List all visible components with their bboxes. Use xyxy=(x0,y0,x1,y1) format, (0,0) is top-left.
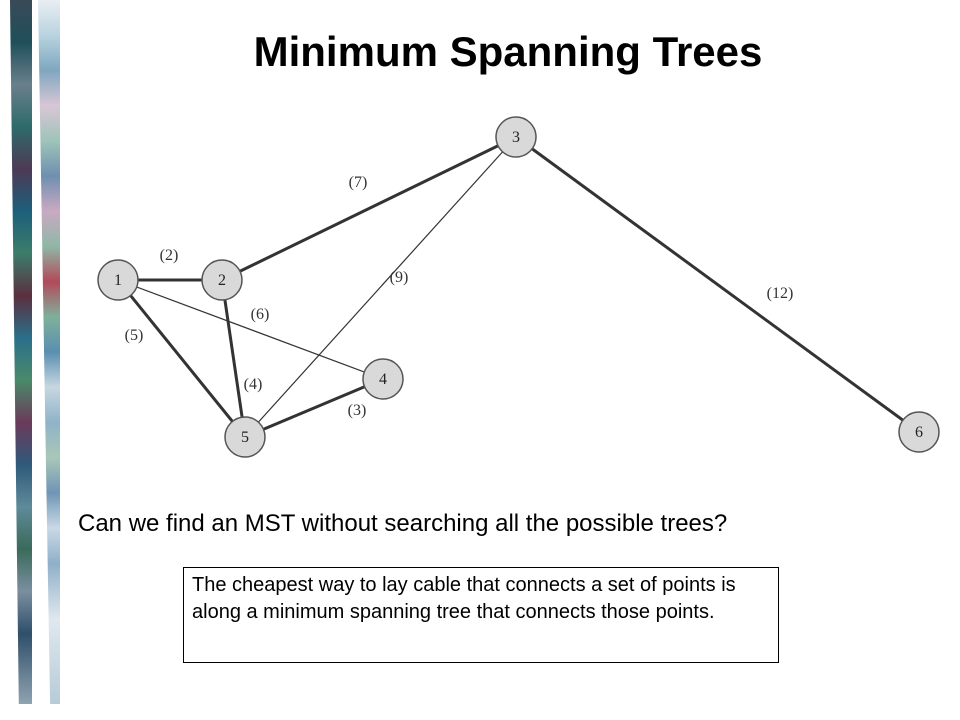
slide-title: Minimum Spanning Trees xyxy=(253,28,763,75)
node-circle-4 xyxy=(362,358,404,400)
node-4: 4 xyxy=(362,358,404,400)
node-1: 1 xyxy=(97,259,139,301)
node-2: 2 xyxy=(201,259,243,301)
edge-3-6 xyxy=(515,135,920,434)
node-label-4: 4 xyxy=(379,371,387,388)
edge-2-3 xyxy=(221,135,517,282)
node-3: 3 xyxy=(495,116,537,158)
node-label-5: 5 xyxy=(241,429,249,446)
edge-label-5-3: (9) xyxy=(390,269,409,286)
edge-1-4 xyxy=(117,279,384,380)
node-circle-2 xyxy=(201,259,243,301)
edge-label-2-3: (7) xyxy=(349,174,368,191)
node-circle-5 xyxy=(224,416,266,458)
edge-label-2-5: (4) xyxy=(244,376,263,393)
node-circle-6 xyxy=(898,411,940,453)
edge-label-1-5: (5) xyxy=(125,327,144,344)
note-box: The cheapest way to lay cable that conne… xyxy=(183,567,779,663)
node-label-1: 1 xyxy=(114,272,122,289)
question-text: Can we find an MST without searching all… xyxy=(78,510,728,537)
node-label-2: 2 xyxy=(218,272,226,289)
edge-label-1-4: (6) xyxy=(251,306,270,323)
edge-5-3 xyxy=(244,136,517,438)
node-circle-1 xyxy=(97,259,139,301)
node-6: 6 xyxy=(898,411,940,453)
edge-label-3-6: (12) xyxy=(767,285,794,302)
edge-5-4 xyxy=(244,377,384,439)
edge-2-5 xyxy=(220,279,247,438)
edge-1-5 xyxy=(116,279,247,438)
node-circle-3 xyxy=(495,116,537,158)
edge-label-1-2: (2) xyxy=(160,247,179,264)
edge-label-5-4: (3) xyxy=(348,402,367,419)
node-5: 5 xyxy=(224,416,266,458)
node-label-3: 3 xyxy=(512,129,520,146)
node-label-6: 6 xyxy=(915,424,923,441)
